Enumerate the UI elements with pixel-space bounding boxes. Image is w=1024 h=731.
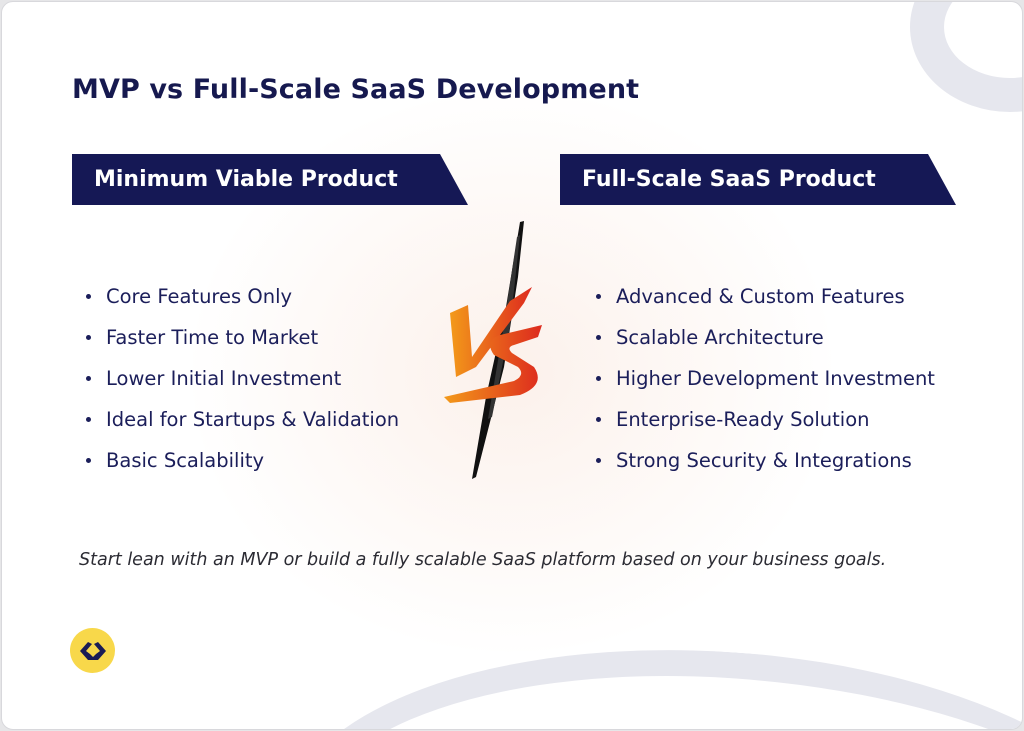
bullet-icon <box>596 376 601 381</box>
mvp-heading-banner: Minimum Viable Product <box>72 154 468 205</box>
list-item: Enterprise-Ready Solution <box>592 399 935 440</box>
list-item: Ideal for Startups & Validation <box>82 399 399 440</box>
list-item: Lower Initial Investment <box>82 358 399 399</box>
vs-icon <box>434 217 554 482</box>
list-item: Advanced & Custom Features <box>592 276 935 317</box>
tagline: Start lean with an MVP or build a fully … <box>79 550 887 570</box>
bullet-icon <box>596 335 601 340</box>
list-item: Core Features Only <box>82 276 399 317</box>
list-item: Strong Security & Integrations <box>592 440 935 481</box>
mvp-heading: Minimum Viable Product <box>94 167 398 192</box>
bullet-icon <box>86 417 91 422</box>
fullscale-heading-banner: Full-Scale SaaS Product <box>560 154 956 205</box>
list-item: Basic Scalability <box>82 440 399 481</box>
list-item: Scalable Architecture <box>592 317 935 358</box>
bullet-icon <box>596 294 601 299</box>
bullet-icon <box>86 294 91 299</box>
decorative-arc <box>269 621 1022 729</box>
fullscale-feature-list: Advanced & Custom Features Scalable Arch… <box>592 276 935 481</box>
bullet-icon <box>596 417 601 422</box>
brand-logo-icon <box>70 628 115 673</box>
list-item: Faster Time to Market <box>82 317 399 358</box>
fullscale-heading: Full-Scale SaaS Product <box>582 167 876 192</box>
mvp-feature-list: Core Features Only Faster Time to Market… <box>82 276 399 481</box>
bullet-icon <box>596 458 601 463</box>
bullet-icon <box>86 376 91 381</box>
bullet-icon <box>86 458 91 463</box>
list-item: Higher Development Investment <box>592 358 935 399</box>
bullet-icon <box>86 335 91 340</box>
decorative-ring <box>910 2 1022 112</box>
page-title: MVP vs Full-Scale SaaS Development <box>72 74 640 105</box>
